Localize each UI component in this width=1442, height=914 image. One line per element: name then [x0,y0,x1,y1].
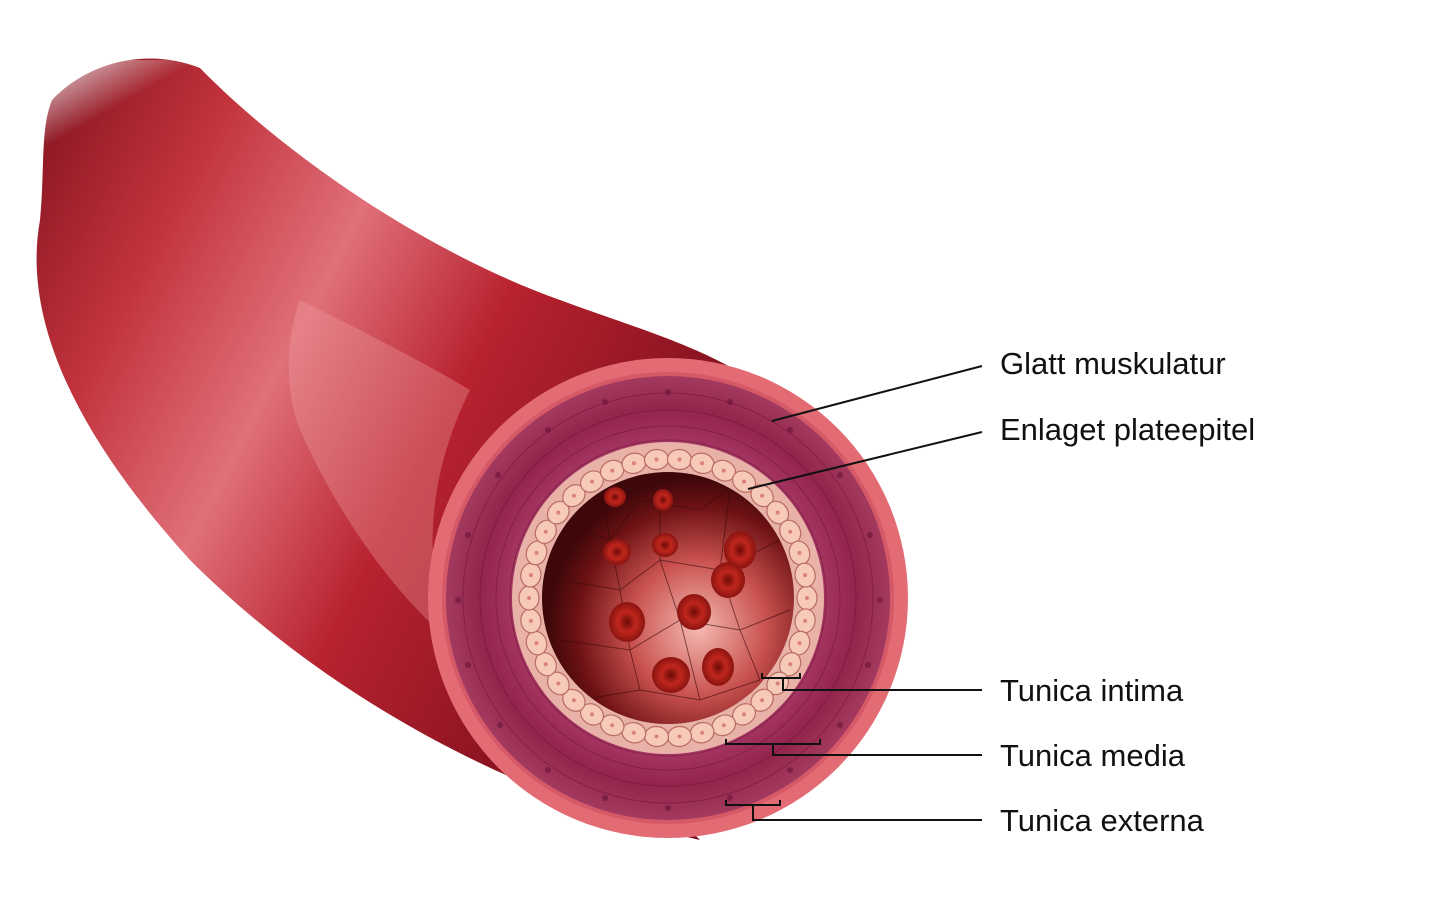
endothelial-nucleus [788,662,793,667]
endothelial-nucleus [571,493,576,498]
leader-tunica-intima [782,678,982,691]
endothelial-nucleus [803,573,808,578]
endothelial-nucleus [700,730,705,735]
endothelial-nucleus [590,712,594,717]
endothelial-nucleus [760,493,765,498]
endothelial-nucleus [610,468,615,473]
endothelial-nucleus [775,681,780,686]
label-tunica-media: Tunica media [1000,738,1185,773]
endothelial-nucleus [677,457,682,462]
endothelial-nucleus [797,550,802,555]
endothelial-nucleus [571,698,576,703]
label-tunica-externa: Tunica externa [1000,803,1204,838]
vessel-fade [20,60,240,280]
endothelial-nucleus [721,723,726,728]
endothelial-nucleus [527,596,531,600]
label-glatt-muskulatur: Glatt muskulatur [1000,346,1226,381]
endothelial-nucleus [788,529,793,534]
red-blood-cells [603,487,756,693]
endothelial-nucleus [677,734,682,739]
endothelial-nucleus [760,698,765,703]
vessel-highlight [288,300,470,640]
endothelial-nucleus [803,618,808,623]
label-enlaget-plateepitel: Enlaget plateepitel [1000,412,1256,447]
bracket-tunica-intima [761,673,801,679]
endothelial-nucleus [528,573,533,578]
endothelial-nucleus [654,734,659,739]
endothelial-nucleus [721,468,726,473]
endothelial-nucleus [556,681,561,686]
endothelial-nucleus [654,457,659,462]
endothelial-nucleus [742,712,746,717]
leader-lines [725,365,983,821]
endothelial-nucleus [534,641,539,646]
leader-tunica-externa [752,805,982,821]
endothelial-nucleus [742,479,746,484]
leader-tunica-media [772,744,982,756]
endothelial-nucleus [797,641,802,646]
endothelial-nucleus [543,662,548,667]
endothelial-nucleus [534,550,539,555]
leader-enlaget-plateepitel [747,431,983,490]
endothelial-cells [518,448,818,748]
endothelial-nucleus [556,510,561,515]
endothelial-nucleus [543,529,548,534]
endothelial-nucleus [775,510,780,515]
label-tunica-intima: Tunica intima [1000,673,1184,708]
endothelial-nucleus [631,730,636,735]
endothelial-nucleus [700,461,705,466]
endothelial-nucleus [590,479,594,484]
smooth-muscle-nuclei [455,389,883,811]
endothelial-nucleus [631,461,636,466]
endothelial-nucleus [528,618,533,623]
endothelial-nucleus [610,723,615,728]
endothelial-nucleus [805,596,809,600]
leader-glatt-muskulatur [771,365,983,422]
